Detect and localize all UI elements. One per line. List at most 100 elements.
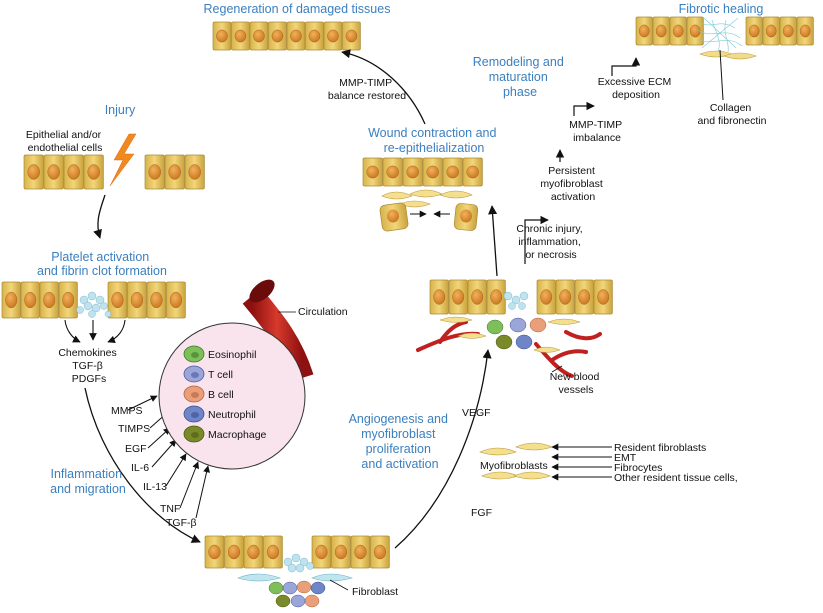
cell-nucleus — [216, 29, 228, 43]
cell-nucleus — [765, 24, 777, 38]
cell-nucleus — [540, 289, 553, 305]
angio-tissue-right — [536, 279, 613, 315]
legend-item: Macrophage — [183, 425, 267, 443]
stage-platelet: Platelet activation and fibrin clot form… — [37, 250, 167, 278]
mediator-arrow — [165, 453, 187, 487]
mediator-label: MMPS — [111, 405, 143, 417]
stage-fibrotic: Fibrotic healing — [679, 2, 764, 16]
legend-label: Macrophage — [208, 429, 267, 441]
lightning-icon — [109, 133, 137, 187]
cell-nucleus — [782, 24, 794, 38]
arrow-to-inflammation — [84, 387, 201, 543]
cell-nucleus — [47, 164, 60, 180]
bottom-immune-cells — [268, 580, 326, 608]
cell-nucleus — [466, 165, 479, 179]
bottom-clot — [283, 553, 314, 573]
cell-nucleus — [471, 289, 484, 305]
cell-nucleus — [188, 164, 201, 180]
label-chemokines: Chemokines TGF-β PDGFs — [58, 347, 119, 385]
label-new-vessels: New blood vessels — [550, 371, 603, 396]
cell-nucleus — [290, 29, 302, 43]
cell-nucleus — [208, 544, 221, 560]
collagen-mesh — [697, 17, 743, 53]
fibrotic-fibroblasts — [699, 50, 757, 60]
cell-nucleus — [43, 291, 56, 309]
cell-nucleus — [150, 291, 163, 309]
label-excessive-ecm: Excessive ECM deposition — [598, 76, 674, 101]
label-persistent-activation: Persistent myofibroblast activation — [540, 165, 605, 203]
platelet-arrows — [64, 319, 126, 343]
arrow-to-wound-contraction — [488, 205, 498, 277]
cell-nucleus — [433, 289, 446, 305]
cell-nucleus — [191, 412, 199, 418]
cell-nucleus — [366, 165, 379, 179]
stage-inflammation: Inflammation and migration — [50, 467, 126, 496]
fibrotic-tissue-left — [635, 16, 704, 46]
mediator-label: IL-6 — [131, 462, 149, 474]
cell-nucleus — [655, 24, 667, 38]
label-epithelial-cells: Epithelial and/or endothelial cells — [26, 129, 104, 154]
mediator-label: TNF — [160, 503, 180, 515]
mediator-arrow — [195, 465, 210, 519]
cell-nucleus — [191, 432, 199, 438]
cell-nucleus — [748, 24, 760, 38]
fibrin-clot — [76, 291, 112, 318]
cell-nucleus — [638, 24, 650, 38]
bottom-tissue-right — [311, 535, 390, 569]
cell-nucleus — [266, 544, 280, 560]
source-label: Resident fibroblasts — [614, 442, 706, 454]
label-circulation: Circulation — [298, 306, 348, 318]
label-myofibroblasts: Myofibroblasts — [480, 460, 548, 472]
cell-nucleus — [191, 352, 199, 358]
cell-nucleus — [168, 164, 181, 180]
label-chronic-injury: Chronic injury, inflammation, or necrosi… — [516, 223, 585, 261]
stage-regeneration: Regeneration of damaged tissues — [204, 2, 391, 16]
label-vegf: VEGF — [462, 407, 491, 419]
cell-nucleus — [24, 291, 37, 309]
cell-nucleus — [452, 289, 465, 305]
stage-injury: Injury — [105, 103, 136, 117]
cell-nucleus — [5, 291, 18, 309]
legend-item: B cell — [183, 385, 234, 403]
angiogenesis-fibroblasts — [439, 316, 581, 353]
label-mmp-timp-imbalance: MMP-TIMP imbalance — [569, 119, 625, 144]
mediator-arrow — [147, 427, 171, 449]
myofibroblast-cells — [479, 442, 553, 480]
fibrotic-path-arrows — [524, 57, 641, 264]
cell-nucleus — [247, 544, 260, 560]
arrow-to-angiogenesis — [394, 349, 492, 549]
fibrotic-tissue-right — [745, 16, 814, 46]
cell-nucleus — [62, 291, 75, 309]
cell-nucleus — [446, 165, 459, 179]
new-blood-vessels — [416, 320, 602, 378]
cell-nucleus — [597, 289, 610, 305]
fibroblast-pointer — [329, 579, 349, 591]
mediator-arrow — [127, 395, 158, 411]
cell-nucleus — [253, 29, 265, 43]
mediator-label: IL-13 — [143, 481, 167, 493]
arrow-injury-to-platelet — [93, 194, 106, 239]
angiogenesis-clot — [503, 291, 529, 310]
platelet-tissue-left — [1, 281, 78, 319]
label-mmp-timp-restored: MMP-TIMP balance restored — [328, 77, 406, 102]
injury-tissue-right — [144, 154, 205, 190]
mediator-label: EGF — [125, 443, 147, 455]
mediator-label: TIMPS — [118, 423, 150, 435]
cell-nucleus — [406, 165, 419, 179]
cell-nucleus — [490, 289, 503, 305]
cell-nucleus — [111, 291, 124, 309]
cell-nucleus — [689, 24, 701, 38]
cell-nucleus — [578, 289, 591, 305]
stage-remodeling: Remodeling and maturation phase — [473, 55, 568, 99]
cell-nucleus — [559, 289, 572, 305]
source-label: Other resident tissue cells, — [614, 472, 738, 484]
mediator-arrow — [151, 439, 177, 468]
cell-nucleus — [799, 24, 811, 38]
cell-nucleus — [191, 372, 199, 378]
mediator-arrow — [179, 461, 199, 509]
contraction-cells — [379, 189, 479, 232]
vessels-pointer — [551, 365, 563, 373]
cell-nucleus — [271, 29, 284, 43]
injury-tissue-left — [23, 154, 104, 190]
